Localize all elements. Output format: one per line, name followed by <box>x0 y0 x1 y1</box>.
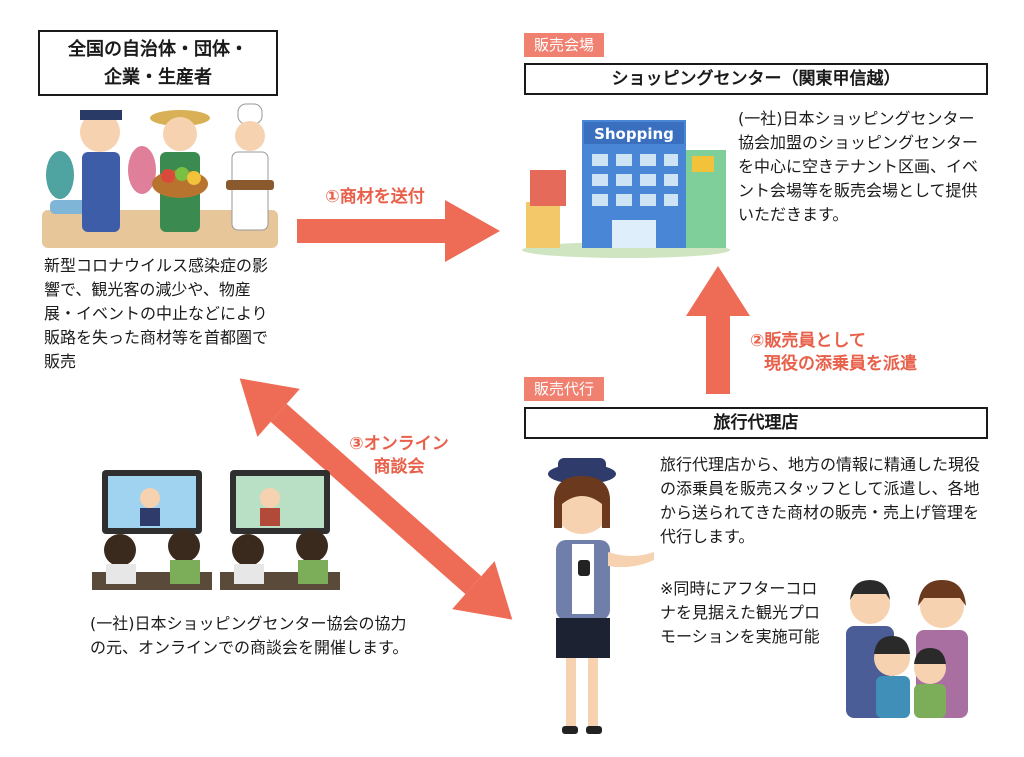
sources-title-line1: 全国の自治体・団体・ <box>68 39 248 60</box>
sources-title-line2: 企業・生産者 <box>104 67 212 88</box>
agent-description: 旅行代理店から、地方の情報に精通した現役の添乗員を販売スタッフとして派遣し、各地… <box>660 455 981 546</box>
venue-tag: 販売会場 <box>524 33 605 57</box>
dispatch-label-line1: ②販売員として <box>750 331 866 351</box>
online-description: (一社)日本ショッピングセンター協会の協力の元、オンラインでの商談会を開催します… <box>90 614 409 657</box>
producers-illustration <box>42 103 278 248</box>
agent-title-box: 旅行代理店 <box>524 407 988 439</box>
meeting-label-line1: ③オンライン <box>349 434 449 454</box>
venue-title-box: ショッピングセンター（関東甲信越） <box>524 63 988 95</box>
arrow-dispatch-staff <box>686 266 750 394</box>
dispatch-label-line2: 現役の添乗員を派遣 <box>764 354 917 374</box>
agent-note: ※同時にアフターコロナを見据えた観光プロモーションを実施可能 <box>660 579 821 646</box>
agent-tag: 販売代行 <box>524 377 605 401</box>
meeting-label-line2: 商談会 <box>373 457 425 477</box>
online-meeting-screen-right <box>220 470 340 590</box>
online-meeting-label: ③オンライン 商談会 <box>334 433 464 479</box>
store-sign: Shopping <box>594 125 674 143</box>
shopping-center-illustration: Shopping <box>522 120 730 258</box>
online-meeting-illustration <box>92 470 340 590</box>
arrow-ship-goods <box>297 200 500 262</box>
ship-goods-label: ①商材を送付 <box>325 187 425 207</box>
arrow-online-meeting <box>239 378 513 620</box>
tour-guide-illustration <box>548 458 654 734</box>
agent-title: 旅行代理店 <box>713 413 799 433</box>
venue-title: ショッピングセンター（関東甲信越） <box>611 69 901 89</box>
venue-description: (一社)日本ショッピングセンター協会加盟のショッピングセンターを中心に空きテナン… <box>738 109 979 224</box>
online-meeting-screen-left <box>92 470 212 590</box>
tourists-illustration <box>846 580 968 718</box>
sources-title-box: 全国の自治体・団体・ 企業・生産者 <box>38 30 278 96</box>
dispatch-staff-label: ②販売員として 現役の添乗員を派遣 <box>744 330 954 376</box>
sources-description: 新型コロナウイルス感染症の影響で、観光客の減少や、物産展・イベントの中止などによ… <box>44 256 269 371</box>
